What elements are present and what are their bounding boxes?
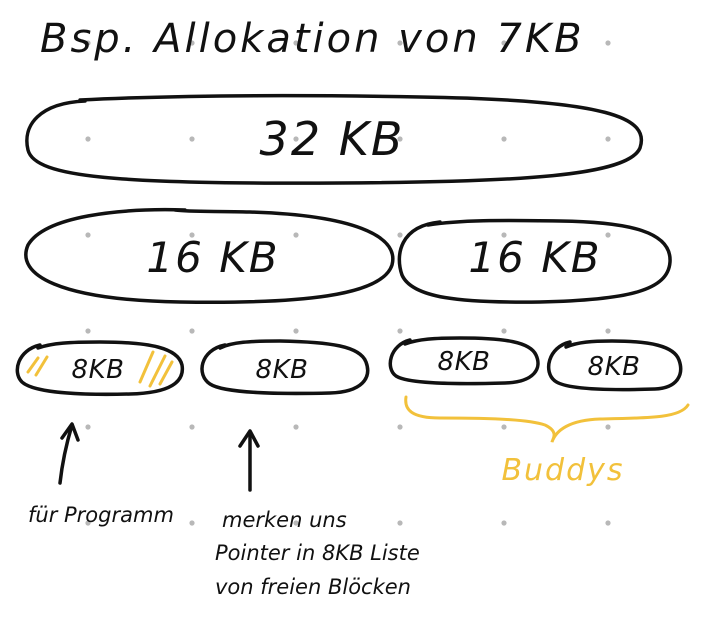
arrow-pointer (238, 429, 260, 492)
grid-dot (189, 520, 195, 526)
grid-dot (293, 40, 299, 46)
note-pointer-line-3: von freien Blöcken (215, 575, 411, 599)
block-8kb-1-label: 8KB (72, 355, 125, 385)
note-program: für Programm (28, 503, 174, 527)
block-8kb-2-label: 8KB (256, 355, 309, 385)
grid-dot (85, 328, 91, 334)
grid-dot (189, 424, 195, 430)
block-8kb-3-outline (388, 336, 540, 386)
block-8kb-1-outline (15, 340, 185, 397)
block-8kb-3-label: 8KB (438, 347, 491, 377)
grid-dot (85, 136, 91, 142)
grid-dot (501, 520, 507, 526)
grid-dot (501, 328, 507, 334)
arrow-program (58, 422, 80, 485)
buddys-brace (404, 395, 690, 443)
grid-dot (85, 232, 91, 238)
highlight-hatching (26, 350, 174, 388)
grid-dot (501, 232, 507, 238)
grid-dot (397, 40, 403, 46)
grid-dot (85, 40, 91, 46)
grid-dot (293, 136, 299, 142)
grid-dot (189, 328, 195, 334)
grid-dot (605, 136, 611, 142)
grid-dot (293, 520, 299, 526)
grid-dot (501, 40, 507, 46)
note-pointer-line-1: merken uns (222, 508, 347, 532)
grid-dot (293, 328, 299, 334)
grid-dot (397, 520, 403, 526)
grid-dot (605, 40, 611, 46)
grid-dot (397, 424, 403, 430)
dot-grid (85, 40, 611, 526)
grid-dot (501, 424, 507, 430)
grid-dot (605, 328, 611, 334)
grid-dot (293, 232, 299, 238)
block-8kb-4-label: 8KB (588, 352, 641, 382)
grid-dot (189, 40, 195, 46)
block-8kb-2-outline (200, 339, 370, 396)
block-16kb-left-label: 16 KB (146, 233, 279, 282)
grid-dot (85, 424, 91, 430)
diagram-title: Bsp. Allokation von 7KB (40, 16, 585, 62)
grid-dot (397, 328, 403, 334)
grid-dot (189, 136, 195, 142)
block-32kb-outline (25, 93, 644, 185)
grid-dot (605, 520, 611, 526)
grid-dot (189, 232, 195, 238)
grid-dot (605, 424, 611, 430)
buddys-label: Buddys (501, 453, 624, 488)
block-8kb-4-outline (546, 339, 683, 392)
note-pointer-line-2: Pointer in 8KB Liste (215, 541, 420, 565)
grid-dot (605, 232, 611, 238)
grid-dot (397, 136, 403, 142)
grid-dot (501, 136, 507, 142)
block-16kb-right-label: 16 KB (468, 233, 601, 282)
grid-dot (293, 424, 299, 430)
grid-dot (85, 520, 91, 526)
block-32kb-label: 32 KB (260, 112, 405, 166)
block-16kb-right-outline (397, 218, 672, 304)
block-16kb-left-outline (24, 207, 395, 305)
grid-dot (397, 232, 403, 238)
